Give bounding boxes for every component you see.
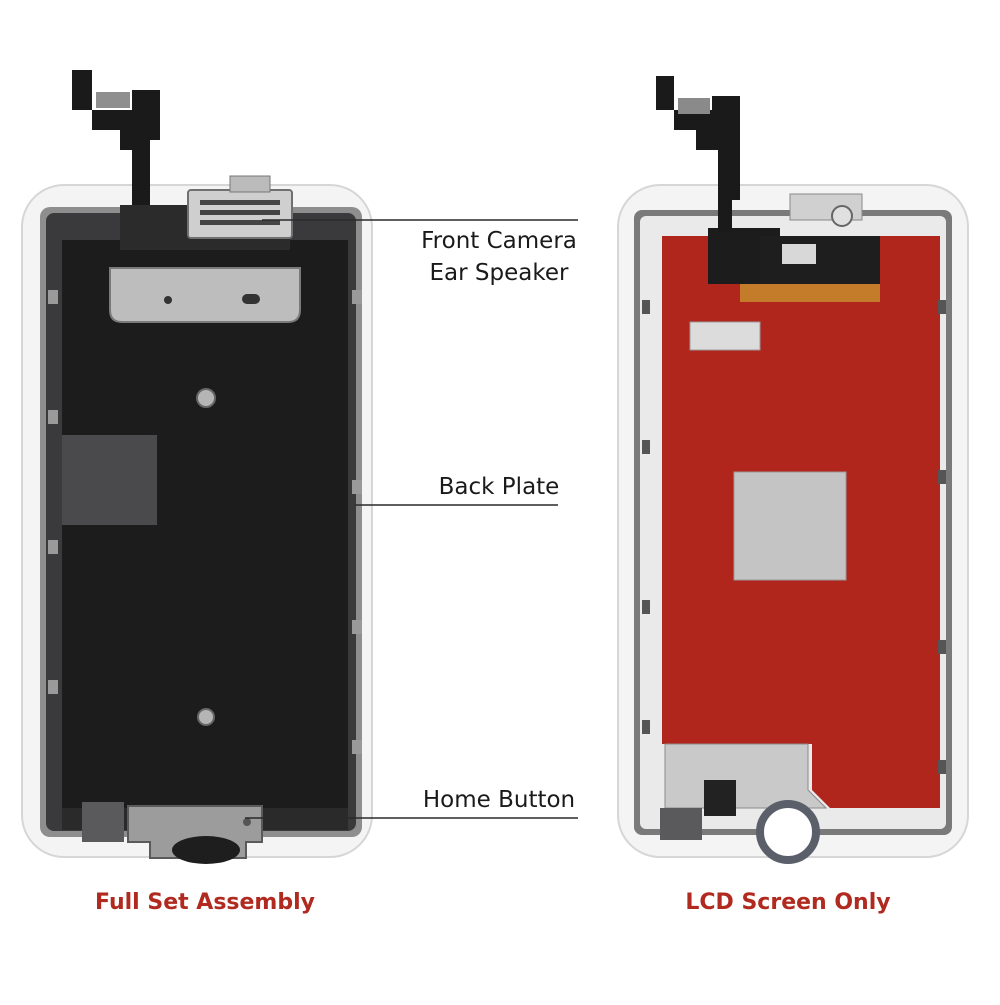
bracket-hole bbox=[164, 296, 172, 304]
home-screw bbox=[243, 818, 251, 826]
label-back-plate: Back Plate bbox=[439, 474, 560, 500]
lcd-camera-ring bbox=[831, 205, 853, 227]
bracket-slot bbox=[242, 294, 260, 304]
left-side-clips bbox=[48, 290, 362, 754]
lcd-flex-orange bbox=[740, 284, 880, 302]
lcd-flex-connector bbox=[678, 98, 710, 114]
camera-tab bbox=[229, 175, 271, 193]
caption-lcd-screen-only: LCD Screen Only bbox=[685, 890, 890, 915]
speaker-grille bbox=[200, 200, 280, 225]
right-side-clips bbox=[642, 300, 946, 774]
lcd-home-hole bbox=[756, 800, 820, 864]
lcd-ic-board bbox=[760, 236, 880, 288]
lcd-bottom-pad bbox=[660, 808, 702, 840]
top-bracket bbox=[109, 267, 301, 323]
bottom-pad bbox=[82, 802, 124, 842]
shield-patch bbox=[62, 435, 157, 525]
flex-cable bbox=[72, 70, 160, 205]
caption-full-set-assembly: Full Set Assembly bbox=[95, 890, 315, 915]
label-front-camera: Front Camera bbox=[421, 228, 577, 254]
lcd-screen-only-phone bbox=[617, 76, 969, 864]
full-set-assembly-phone bbox=[21, 70, 373, 864]
lcd-home-flex bbox=[704, 780, 736, 816]
label-home-button: Home Button bbox=[423, 787, 575, 813]
lcd-center-square bbox=[733, 471, 847, 581]
screw-top bbox=[196, 388, 216, 408]
lcd-ic-label bbox=[782, 244, 816, 264]
lcd-bottom-foil bbox=[664, 743, 828, 809]
home-button bbox=[172, 836, 240, 864]
lcd-flex-cable bbox=[656, 76, 740, 232]
flex-connector bbox=[96, 92, 130, 108]
screw-bottom bbox=[197, 708, 215, 726]
label-ear-speaker: Ear Speaker bbox=[430, 260, 569, 286]
lcd-top-pad bbox=[689, 321, 761, 351]
